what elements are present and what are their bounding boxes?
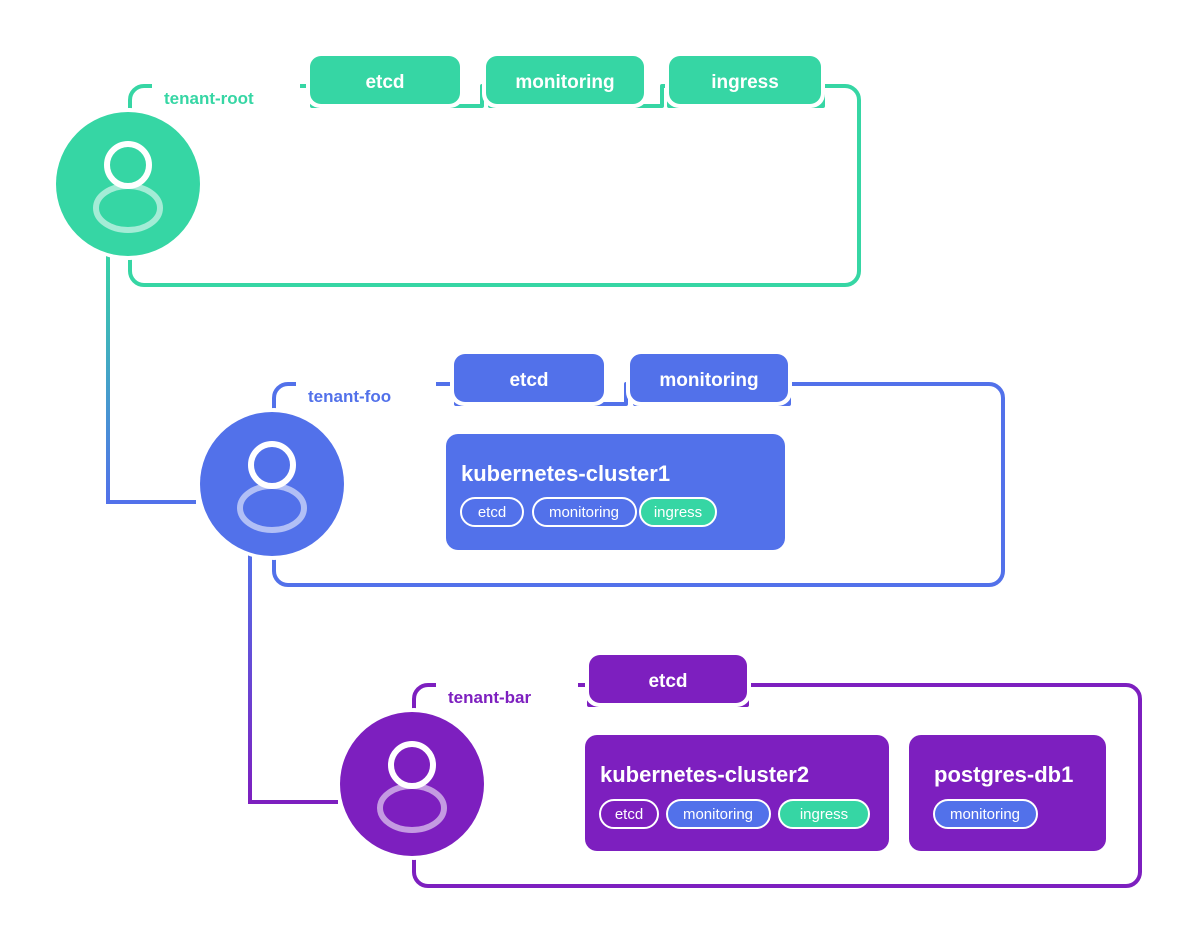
chip-monitoring[interactable]: monitoring <box>933 799 1038 829</box>
tenant-foo-group[interactable]: tenant-foo etcd monitoring kubernetes-cl… <box>198 350 1005 587</box>
tenant-foo-pill-etcd[interactable]: etcd <box>450 350 608 406</box>
tenant-bar-avatar[interactable] <box>338 708 490 860</box>
resource-card-kubernetes-cluster1[interactable]: kubernetes-cluster1 etcd monitoring ingr… <box>446 434 785 550</box>
tenant-foo-label-bg <box>296 374 436 396</box>
chip-ingress[interactable]: ingress <box>639 497 717 527</box>
chip-label: ingress <box>654 504 702 521</box>
tenant-root-group[interactable]: tenant-root etcd monitoring ingress <box>54 52 861 287</box>
chip-label: etcd <box>478 504 506 521</box>
tenant-bar-label-bg <box>436 675 578 697</box>
avatar-body-icon <box>377 783 447 833</box>
pill-label: etcd <box>648 671 687 692</box>
chip-label: ingress <box>800 806 848 823</box>
pill-label: etcd <box>365 72 404 93</box>
chip-etcd[interactable]: etcd <box>460 497 524 527</box>
tenant-bar-container <box>412 683 1142 888</box>
pill-label: etcd <box>509 370 548 391</box>
pill-label: monitoring <box>659 370 758 391</box>
connector-foo-to-bar <box>248 548 338 804</box>
chip-label: monitoring <box>683 806 753 823</box>
resource-card-postgres-db1[interactable]: postgres-db1 monitoring <box>909 735 1106 851</box>
tenant-foo-avatar[interactable] <box>198 408 350 560</box>
chip-monitoring[interactable]: monitoring <box>532 497 637 527</box>
chip-label: monitoring <box>950 806 1020 823</box>
tenant-foo-label: tenant-foo <box>308 387 391 406</box>
tenant-root-label-bg <box>152 76 300 98</box>
tenant-root-pill-ingress[interactable]: ingress <box>665 52 825 108</box>
chip-label: monitoring <box>549 504 619 521</box>
chip-etcd[interactable]: etcd <box>599 799 659 829</box>
resource-title: postgres-db1 <box>934 762 1073 787</box>
tenant-foo-pill-monitoring[interactable]: monitoring <box>626 350 792 406</box>
tenant-root-label: tenant-root <box>164 89 254 108</box>
tenant-root-avatar[interactable] <box>54 108 206 260</box>
tenant-bar-group[interactable]: tenant-bar etcd kubernetes-cluster2 etcd… <box>338 651 1142 888</box>
tenant-root-pill-monitoring[interactable]: monitoring <box>482 52 648 108</box>
tenant-root-pill-etcd[interactable]: etcd <box>306 52 464 108</box>
tenant-bar-label: tenant-bar <box>448 688 532 707</box>
resource-card-kubernetes-cluster2[interactable]: kubernetes-cluster2 etcd monitoring ingr… <box>585 735 889 851</box>
chip-label: etcd <box>615 806 643 823</box>
connector-root-to-foo <box>106 248 196 504</box>
chip-ingress[interactable]: ingress <box>778 799 870 829</box>
pill-label: ingress <box>711 72 779 93</box>
avatar-body-icon <box>237 483 307 533</box>
resource-title: kubernetes-cluster1 <box>461 461 670 486</box>
resource-title: kubernetes-cluster2 <box>600 762 809 787</box>
tenant-root-container <box>128 84 861 287</box>
pill-label: monitoring <box>515 72 614 93</box>
chip-monitoring[interactable]: monitoring <box>666 799 771 829</box>
tenant-bar-pill-etcd[interactable]: etcd <box>585 651 751 707</box>
avatar-body-icon <box>93 183 163 233</box>
